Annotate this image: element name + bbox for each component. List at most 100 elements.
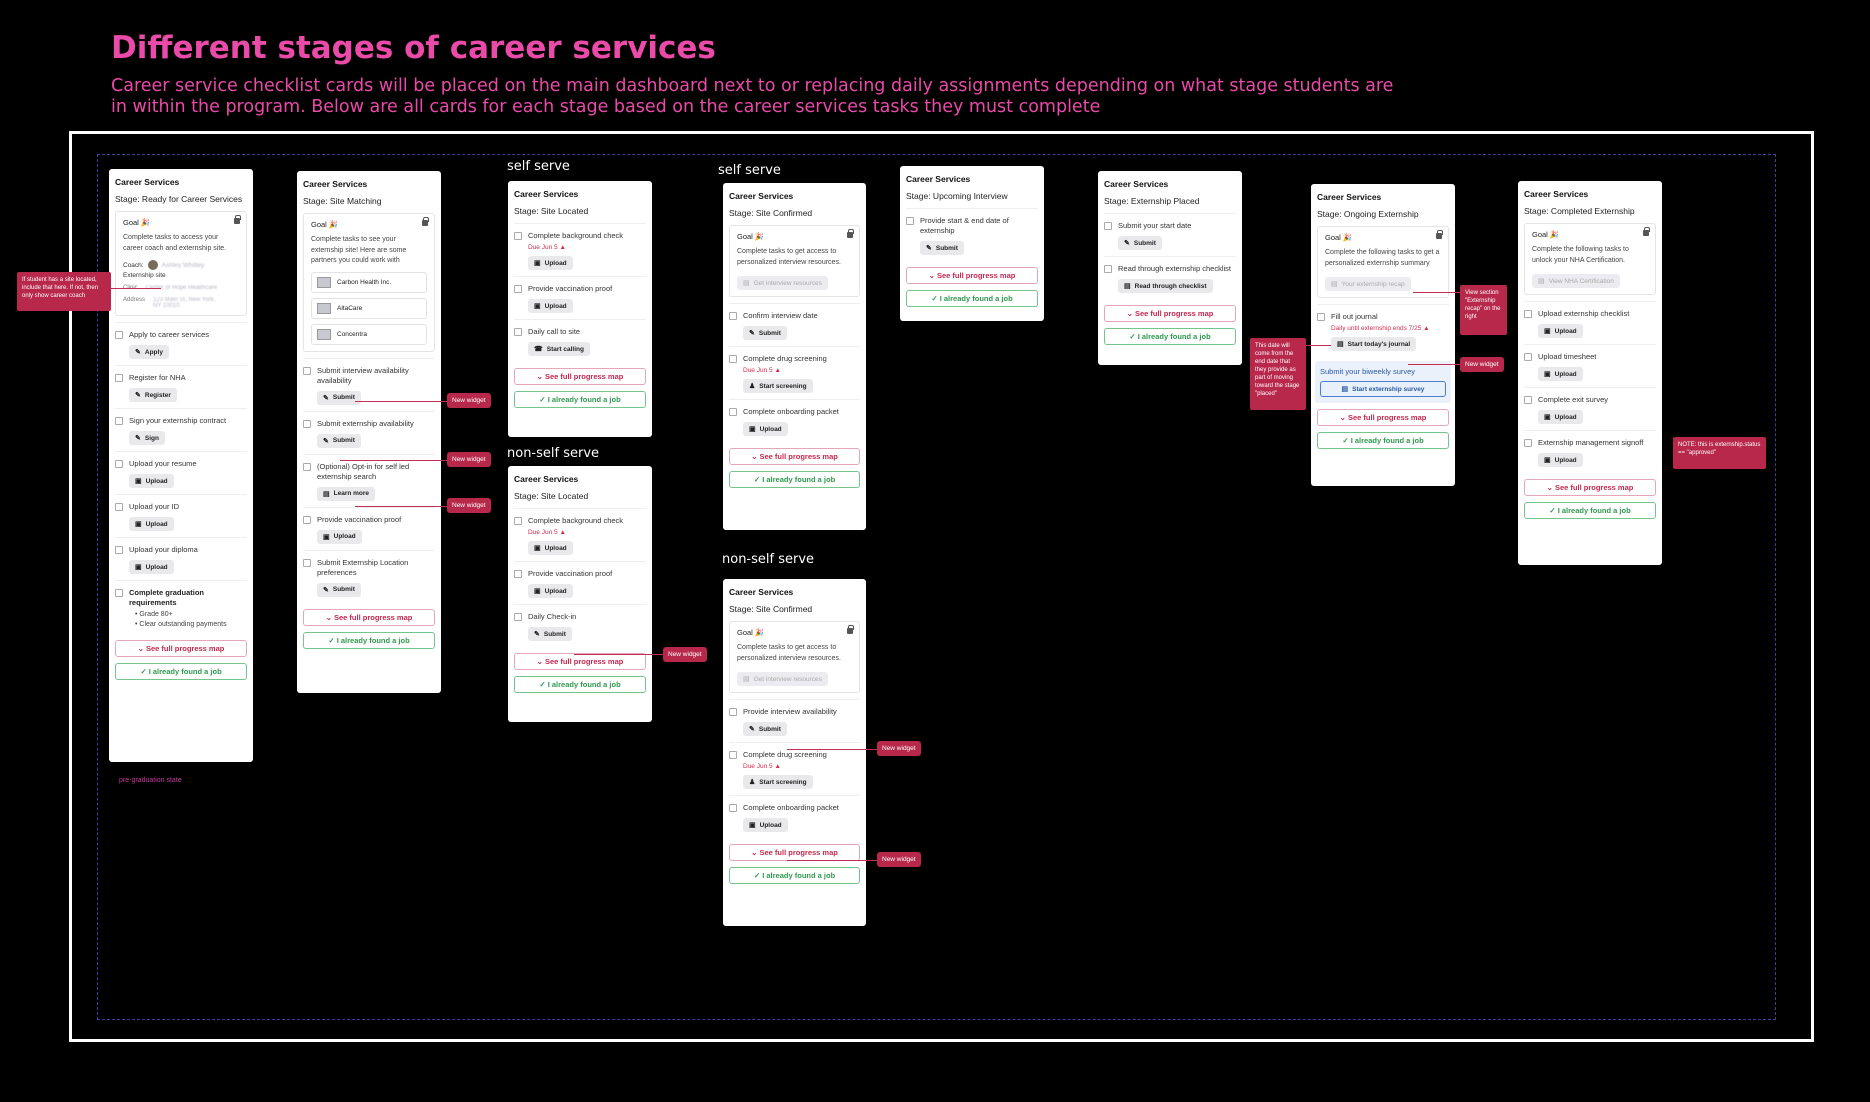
task-checkbox[interactable] (115, 331, 123, 339)
sign-button[interactable]: ✎Sign (129, 431, 165, 445)
learn-more-button[interactable]: ▤Learn more (317, 486, 376, 501)
start-calling-button[interactable]: ☎Start calling (528, 342, 590, 356)
found-job-button[interactable]: ✓ I already found a job (1104, 328, 1236, 345)
partner-item[interactable]: Carbon Health Inc. (311, 271, 427, 293)
see-progress-map-button[interactable]: ⌄ See full progress map (514, 368, 646, 385)
task-item: Provide interview availability✎Submit (729, 699, 860, 742)
task-label: Complete background check (528, 516, 624, 525)
submit-button[interactable]: ✎Submit (317, 433, 361, 448)
task-checkbox[interactable] (1524, 310, 1532, 318)
phone-icon: ☎ (534, 346, 543, 353)
task-checkbox[interactable] (514, 285, 522, 293)
see-progress-map-button[interactable]: ⌄ See full progress map (1317, 409, 1449, 426)
externship-recap-button[interactable]: ▤Your externship recap (1325, 277, 1411, 291)
see-progress-map-button[interactable]: ⌄ See full progress map (729, 844, 860, 861)
see-progress-map-button[interactable]: ⌄ See full progress map (1104, 305, 1236, 322)
found-job-button[interactable]: ✓ I already found a job (1317, 432, 1449, 449)
task-checkbox[interactable] (303, 558, 311, 567)
task-checkbox[interactable] (1104, 222, 1112, 230)
task-checkbox[interactable] (729, 355, 737, 363)
task-checkbox[interactable] (514, 517, 522, 525)
upload-button[interactable]: ▣Upload (528, 541, 573, 555)
found-job-button[interactable]: ✓ I already found a job (1524, 502, 1656, 519)
connector-line (1306, 345, 1331, 346)
task-checkbox[interactable] (906, 217, 914, 225)
apply-button[interactable]: ✎Apply (129, 345, 169, 359)
task-checkbox[interactable] (729, 804, 737, 812)
partner-item[interactable]: Concentra (311, 323, 427, 345)
submit-button[interactable]: ✎Submit (920, 241, 964, 255)
partner-item[interactable]: AltaCare (311, 297, 427, 319)
task-checkbox[interactable] (115, 460, 123, 468)
task-checkbox[interactable] (729, 408, 737, 416)
warning-icon: ▲ (774, 763, 781, 770)
upload-button[interactable]: ▣Upload (1538, 453, 1583, 467)
task-checkbox[interactable] (115, 589, 123, 597)
submit-button[interactable]: ✎Submit (528, 627, 572, 641)
found-job-button[interactable]: ✓ I already found a job (729, 867, 860, 884)
upload-button[interactable]: ▣Upload (129, 560, 174, 574)
upload-button[interactable]: ▣Upload (317, 529, 362, 544)
task-checkbox[interactable] (1317, 313, 1325, 321)
interview-resources-button[interactable]: ▤Get interview resources (737, 672, 828, 686)
submit-button[interactable]: ✎Submit (317, 582, 361, 597)
upload-button[interactable]: ▣Upload (1538, 324, 1583, 338)
upload-button[interactable]: ▣Upload (1538, 410, 1583, 424)
see-progress-map-button[interactable]: ⌄ See full progress map (303, 608, 435, 626)
upload-button[interactable]: ▣Upload (743, 818, 788, 832)
submit-button[interactable]: ✎Submit (743, 326, 787, 340)
upload-button[interactable]: ▣Upload (129, 474, 174, 488)
task-checkbox[interactable] (514, 570, 522, 578)
task-checkbox[interactable] (115, 546, 123, 554)
found-job-button[interactable]: ✓ I already found a job (906, 290, 1038, 307)
submit-button[interactable]: ✎Submit (317, 390, 361, 405)
task-checkbox[interactable] (303, 366, 311, 375)
upload-button[interactable]: ▣Upload (129, 517, 174, 531)
found-job-button[interactable]: ✓ I already found a job (514, 676, 646, 693)
see-progress-map-button[interactable]: ⌄ See full progress map (514, 653, 646, 670)
see-progress-map-button[interactable]: ⌄ See full progress map (115, 640, 247, 657)
see-progress-map-button[interactable]: ⌄ See full progress map (729, 448, 860, 465)
task-checkbox[interactable] (303, 419, 311, 428)
task-checkbox[interactable] (303, 515, 311, 524)
read-checklist-button[interactable]: ▤Read through checklist (1118, 279, 1213, 293)
upload-button[interactable]: ▣Upload (743, 422, 788, 436)
label-self-serve-2: self serve (718, 163, 781, 178)
found-job-button[interactable]: ✓ I already found a job (729, 471, 860, 488)
start-screening-button[interactable]: ♟Start screening (743, 379, 813, 393)
task-checkbox[interactable] (1524, 439, 1532, 447)
due-date: Due Jun 5 ▲ (743, 763, 781, 770)
task-checkbox[interactable] (514, 328, 522, 336)
task-item: Upload your resume▣Upload (115, 451, 247, 494)
start-screening-button[interactable]: ♟Start screening (743, 775, 813, 789)
found-job-button[interactable]: ✓ I already found a job (115, 663, 247, 680)
upload-button[interactable]: ▣Upload (528, 584, 573, 598)
submit-button[interactable]: ✎Submit (1118, 236, 1162, 250)
task-checkbox[interactable] (115, 503, 123, 511)
task-checkbox[interactable] (1524, 353, 1532, 361)
task-checkbox[interactable] (115, 374, 123, 382)
task-checkbox[interactable] (115, 417, 123, 425)
register-button[interactable]: ✎Register (129, 388, 177, 402)
interview-resources-button[interactable]: ▤Get interview resources (737, 276, 828, 290)
task-checkbox[interactable] (729, 312, 737, 320)
start-survey-button[interactable]: ▤Start externship survey (1320, 381, 1446, 397)
task-checkbox[interactable] (729, 708, 737, 716)
found-job-button[interactable]: ✓ I already found a job (514, 391, 646, 408)
found-job-button[interactable]: ✓ I already found a job (303, 631, 435, 649)
task-checkbox[interactable] (514, 232, 522, 240)
task-checkbox[interactable] (303, 462, 311, 471)
task-checkbox[interactable] (1104, 265, 1112, 273)
upload-button[interactable]: ▣Upload (1538, 367, 1583, 381)
task-checkbox[interactable] (1524, 396, 1532, 404)
task-checkbox[interactable] (729, 751, 737, 759)
view-certification-button[interactable]: ▤View NHA Certification (1532, 274, 1620, 288)
upload-button[interactable]: ▣Upload (528, 256, 573, 270)
see-progress-map-button[interactable]: ⌄ See full progress map (906, 267, 1038, 284)
externship-site-label: Externship site (123, 272, 166, 279)
task-checkbox[interactable] (514, 613, 522, 621)
submit-button[interactable]: ✎Submit (743, 722, 787, 736)
upload-button[interactable]: ▣Upload (528, 299, 573, 313)
see-progress-map-button[interactable]: ⌄ See full progress map (1524, 479, 1656, 496)
start-journal-button[interactable]: ▤Start today's journal (1331, 337, 1417, 351)
